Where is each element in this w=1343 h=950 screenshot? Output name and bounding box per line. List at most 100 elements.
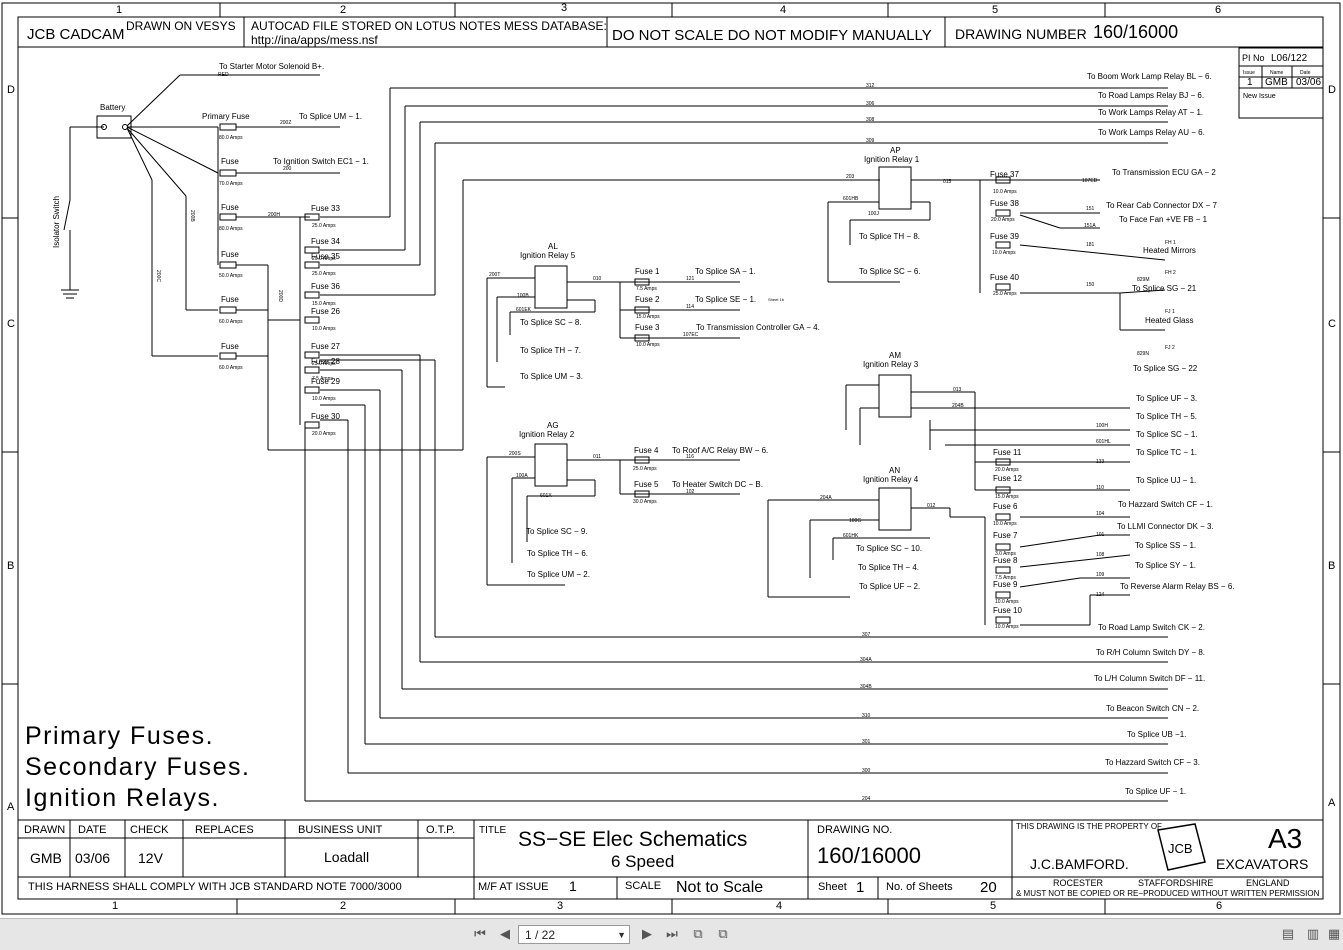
w015: 015 bbox=[943, 179, 952, 185]
an-th4: To Splice TH − 4. bbox=[858, 563, 919, 572]
ign-switch: To Ignition Switch EC1 − 1. bbox=[273, 157, 369, 166]
row-c: C bbox=[7, 318, 15, 330]
fuse-col-label: Fuse 35 bbox=[311, 252, 340, 261]
viewer-toolbar: ⏮ ◀ 1 / 22▼ ▶ ⏭ ⧉ ⧉ ▤ ▥ ▦ bbox=[0, 918, 1343, 950]
w181: 181 bbox=[1086, 242, 1095, 248]
fuse-1-dest: To Splice SA − 1. bbox=[695, 267, 756, 276]
fuse-symbol bbox=[304, 261, 320, 269]
w200c: 200C bbox=[155, 270, 161, 282]
col-1-bottom: 1 bbox=[112, 900, 118, 912]
w829n: 829N bbox=[1137, 351, 1149, 357]
w304a: 304A bbox=[860, 657, 872, 663]
autocad-label: AUTOCAD FILE STORED ON LOTUS NOTES MESS … bbox=[251, 19, 607, 33]
rh-column-switch: To R/H Column Switch DY − 8. bbox=[1096, 648, 1205, 657]
fh2: FH 2 bbox=[1165, 270, 1176, 276]
next-page-icon[interactable]: ▶ bbox=[642, 927, 652, 942]
page-indicator: 1 / 22 bbox=[525, 928, 556, 942]
ap-splice-sc6: To Splice SC − 6. bbox=[859, 267, 921, 276]
fuse-e: Fuse bbox=[221, 342, 239, 351]
w151a: 151A bbox=[1084, 223, 1096, 229]
fuse-symbol bbox=[995, 616, 1011, 624]
fuse-7-amps: 3.0 Amps bbox=[995, 551, 1016, 557]
f1-amps: 80.0 Amps bbox=[219, 135, 243, 141]
am-sc1: To Splice SC − 1. bbox=[1136, 430, 1198, 439]
drawn-val: GMB bbox=[30, 850, 62, 866]
w309: 309 bbox=[866, 138, 875, 144]
check-val: 12V bbox=[138, 850, 164, 866]
w100g: 100G bbox=[849, 518, 861, 524]
staffs: STAFFORDSHIRE bbox=[1138, 878, 1213, 888]
w100j: 100J bbox=[868, 211, 879, 217]
fuse-3-dest: To Transmission Controller GA − 4. bbox=[696, 323, 820, 332]
w200d: 200D bbox=[277, 290, 283, 302]
fuse-37-amps: 10.0 Amps bbox=[993, 189, 1017, 195]
prev-page-icon[interactable]: ◀ bbox=[500, 927, 510, 942]
f3-amps: 80.0 Amps bbox=[219, 226, 243, 232]
starter-label: To Starter Motor Solenoid B+. bbox=[219, 62, 324, 71]
w108: 108 bbox=[1096, 552, 1105, 558]
row-b-right: B bbox=[1328, 560, 1335, 572]
rocester: ROCESTER bbox=[1053, 878, 1104, 888]
fuse-3-label: Fuse 3 bbox=[635, 323, 660, 332]
fuse-symbol bbox=[304, 351, 320, 359]
fuse-39-label: Fuse 39 bbox=[990, 232, 1019, 241]
w121: 121 bbox=[686, 276, 695, 282]
fuse-d: Fuse bbox=[221, 295, 239, 304]
battery-label: Battery bbox=[100, 103, 125, 112]
col-2-bottom: 2 bbox=[340, 900, 346, 912]
w601hb: 601HB bbox=[843, 196, 859, 202]
drawn-h: DRAWN bbox=[24, 824, 65, 836]
single-page-view-icon[interactable]: ▤ bbox=[1281, 927, 1295, 942]
w203: 203 bbox=[846, 174, 855, 180]
relay-am-name: Ignition Relay 3 bbox=[863, 360, 919, 369]
fuse-9-amps: 10.0 Amps bbox=[995, 599, 1019, 605]
w110: 110 bbox=[1096, 485, 1104, 491]
fuse-col-label: Fuse 28 bbox=[311, 357, 340, 366]
fuse-col-amps: 7.5 Amps bbox=[312, 376, 333, 382]
splice-ub1: To Splice UB −1. bbox=[1127, 730, 1186, 739]
col-5: 5 bbox=[992, 4, 998, 16]
work-lamps-at: To Work Lamps Relay AT − 1. bbox=[1098, 108, 1203, 117]
am-uf3: To Splice UF − 3. bbox=[1136, 394, 1197, 403]
fuse-symbol bbox=[304, 316, 320, 324]
splice-um1: To Splice UM − 1. bbox=[299, 112, 362, 121]
fuse-5-label: Fuse 5 bbox=[634, 480, 659, 489]
w200t: 200T bbox=[489, 272, 500, 278]
fuse-12-amps: 15.0 Amps bbox=[995, 494, 1019, 500]
w114: 114 bbox=[686, 304, 694, 310]
cadcam-label: JCB CADCAM bbox=[27, 26, 125, 43]
last-page-icon[interactable]: ⏭ bbox=[666, 927, 678, 942]
fuse-col-amps: 25.0 Amps bbox=[312, 361, 336, 367]
w308: 308 bbox=[866, 117, 875, 123]
bamford: J.C.BAMFORD. bbox=[1030, 856, 1129, 872]
primary-fuse-label: Primary Fuse bbox=[202, 112, 250, 121]
extract-page-icon[interactable]: ⧉ bbox=[718, 927, 728, 942]
fuse-37-label: Fuse 37 bbox=[990, 170, 1019, 179]
fuse-2-label: Fuse 2 bbox=[635, 295, 660, 304]
issue-note: New Issue bbox=[1243, 93, 1276, 100]
fuse-col-amps: 20.0 Amps bbox=[312, 431, 336, 437]
row-b: B bbox=[7, 560, 14, 572]
continuous-view-icon[interactable]: ▥ bbox=[1306, 927, 1320, 942]
a3-size: A3 bbox=[1268, 823, 1302, 854]
fuse-10-amps: 10.0 Amps bbox=[995, 624, 1019, 630]
fuse-40-amps: 25.0 Amps bbox=[993, 291, 1017, 297]
page-select[interactable]: 1 / 22▼ bbox=[518, 925, 630, 944]
copy-page-icon[interactable]: ⧉ bbox=[693, 927, 703, 942]
col-1: 1 bbox=[116, 4, 122, 16]
name-val: GMB bbox=[1265, 77, 1288, 88]
fuse-8-dest: To Splice SS − 1. bbox=[1135, 541, 1196, 550]
splice-sg21: To Splice SG − 21 bbox=[1132, 284, 1197, 293]
row-c-right: C bbox=[1328, 318, 1336, 330]
relay-ap-name: Ignition Relay 1 bbox=[864, 155, 920, 164]
facing-view-icon[interactable]: ▦ bbox=[1327, 927, 1341, 942]
fuse-3-amps: 10.0 Amps bbox=[636, 342, 660, 348]
fuse-6-amps: 10.0 Amps bbox=[993, 521, 1017, 527]
first-page-icon[interactable]: ⏮ bbox=[474, 927, 486, 942]
f2-amps: 70.0 Amps bbox=[219, 181, 243, 187]
fuse-symbol bbox=[995, 513, 1011, 521]
fuse-col-label: Fuse 36 bbox=[311, 282, 340, 291]
ag-splice-um2: To Splice UM − 2. bbox=[527, 570, 590, 579]
col-6-bottom: 6 bbox=[1216, 900, 1222, 912]
